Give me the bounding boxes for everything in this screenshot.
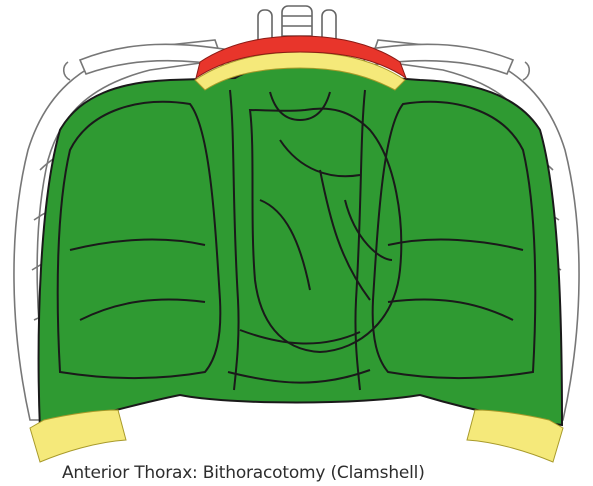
figure-caption: Anterior Thorax: Bithoracotomy (Clamshel… bbox=[62, 462, 593, 486]
